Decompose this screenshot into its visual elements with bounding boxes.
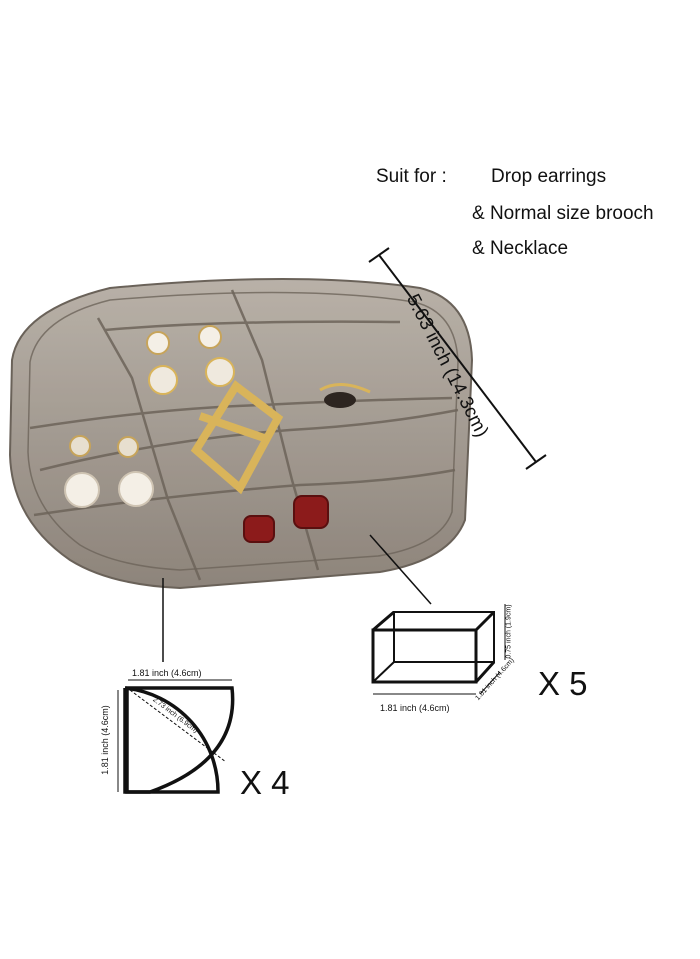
pearl-earrings-left [64,435,154,508]
pearl-earrings-top [146,325,235,395]
box-height-label: 0.75 inch (1.9cm) [505,604,513,659]
leader-lines [162,534,432,662]
box-width-label: 1.81 inch (4.6cm) [380,703,450,713]
tray-inner-rim [27,291,459,571]
ruby-studs [243,495,329,543]
suit-for-label: Suit for : [376,166,447,187]
corner-height-label: 1.81 inch (4.6cm) [99,705,110,775]
corner-width-label: 1.81 inch (4.6cm) [132,668,202,678]
box-quantity: X 5 [538,665,588,702]
gold-brooch [190,380,284,495]
corner-quantity: X 4 [240,764,290,801]
suit-item-necklace: & Necklace [472,238,569,259]
dark-earring [319,383,371,408]
corner-compartment-diagram [117,679,235,794]
length-dimension-line [368,247,547,470]
box-compartment-diagram [371,604,506,695]
suit-item-drop-earrings: Drop earrings [491,166,607,187]
suit-item-brooch: & Normal size brooch [472,203,654,224]
